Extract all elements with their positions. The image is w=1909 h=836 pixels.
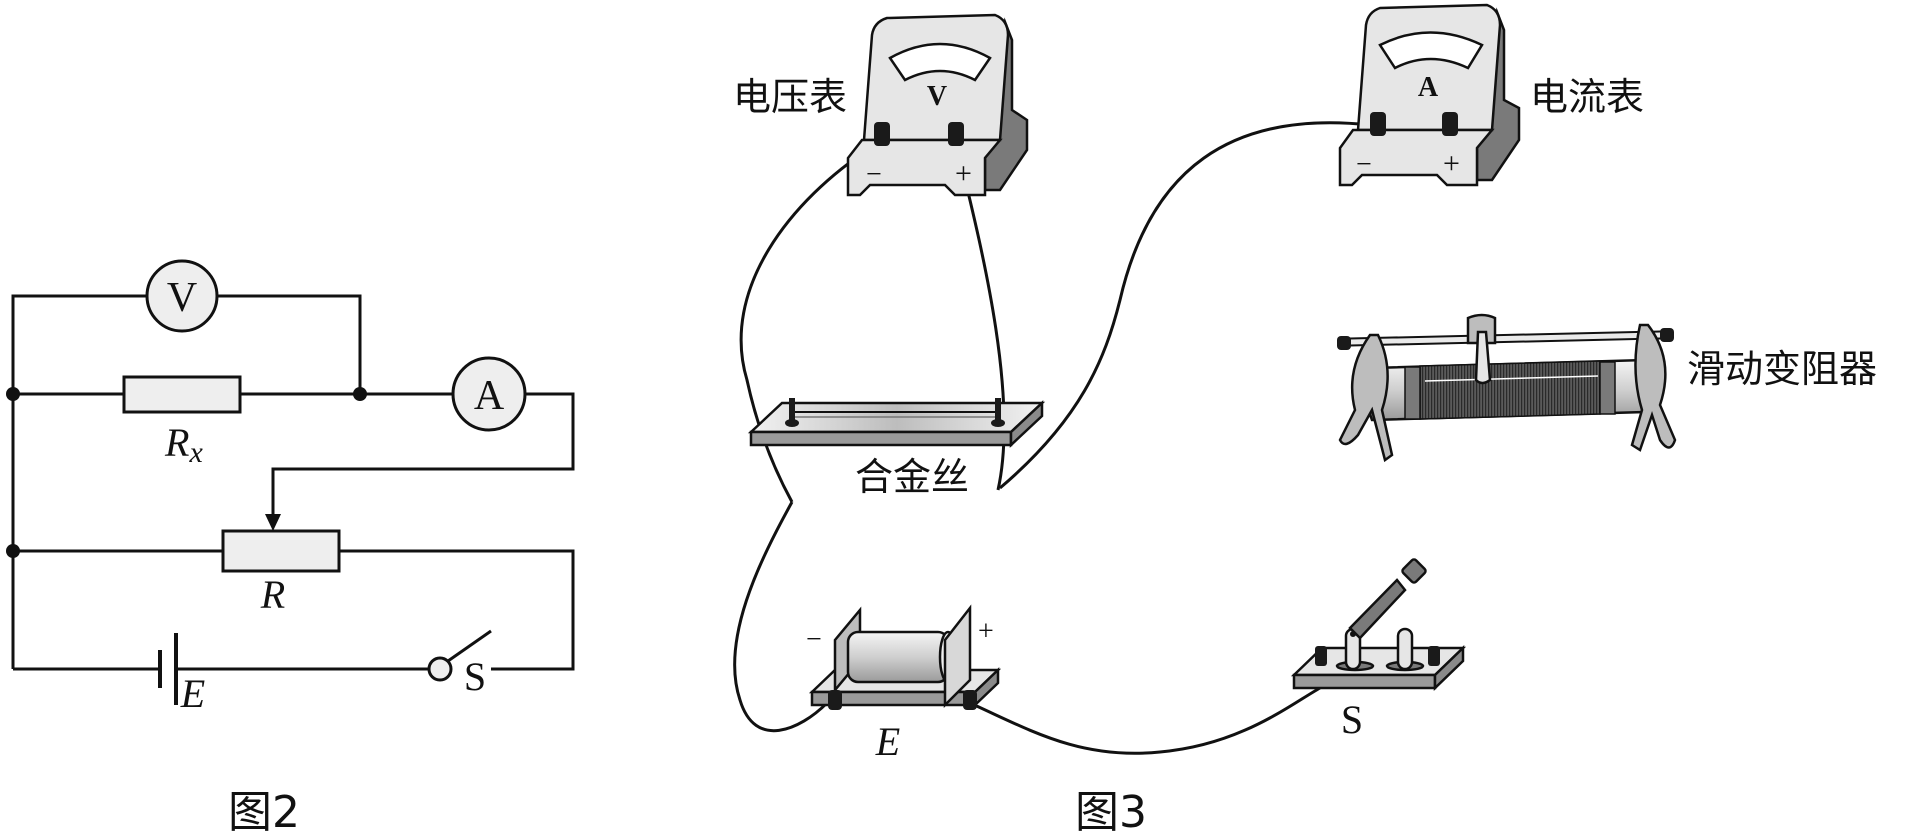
ammeter-minus-sign: − — [1356, 149, 1372, 180]
ammeter-device[interactable]: A − + — [1338, 3, 1521, 187]
rheostat-slider-block[interactable] — [1466, 313, 1497, 345]
wire-left-top — [11, 294, 147, 669]
rheostat-label: R — [260, 572, 285, 617]
ammeter-scale — [1378, 31, 1484, 70]
ammeter-face-letter: A — [1418, 72, 1439, 103]
battery-symbol — [158, 633, 178, 705]
rheostat-right-leg — [1630, 323, 1677, 452]
voltmeter-label: 电压表 — [733, 75, 847, 119]
voltmeter-plus-sign: + — [955, 157, 972, 190]
resistor-rx — [122, 375, 242, 414]
wire-voltmeter-right — [217, 294, 362, 394]
cable-wire-right-to-ammeter-minus — [999, 121, 1371, 490]
switch-blade[interactable] — [1348, 578, 1407, 640]
switch-label: S — [464, 654, 486, 699]
schematic-wires — [11, 294, 575, 671]
rheostat-slider-contact[interactable] — [1474, 330, 1492, 385]
cable-voltmeter-minus-to-wire-left — [739, 145, 873, 503]
battery-plus-terminal[interactable] — [963, 690, 977, 710]
voltmeter-minus-terminal[interactable] — [874, 122, 890, 146]
ammeter-minus-terminal[interactable] — [1370, 112, 1386, 136]
rheostat-slide-bar — [1347, 332, 1663, 345]
ammeter-plus-terminal[interactable] — [1442, 112, 1458, 136]
alloy-wire-label: 合金丝 — [855, 455, 969, 499]
figure3-apparatus: V − + 电压表 A − + 电流表 — [733, 3, 1877, 836]
voltmeter-scale — [888, 42, 992, 82]
ammeter-symbol-letter: A — [474, 373, 505, 419]
rheostat-coil — [1419, 360, 1601, 420]
switch-left-terminal[interactable] — [1315, 646, 1327, 666]
battery-plus-sign: + — [978, 616, 994, 647]
voltmeter-plus-terminal[interactable] — [948, 122, 964, 146]
junction-dot — [6, 544, 20, 558]
slider-arrow-icon — [265, 514, 281, 531]
switch-label: S — [1341, 697, 1363, 742]
figure3-caption: 图3 — [1075, 787, 1147, 836]
rheostat-label: 滑动变阻器 — [1687, 347, 1877, 391]
knife-switch[interactable] — [1290, 558, 1467, 691]
voltmeter-face-letter: V — [927, 81, 947, 112]
voltmeter-symbol-letter: V — [167, 275, 197, 321]
ammeter-symbol: A — [451, 356, 527, 432]
wire-r-right — [339, 549, 575, 671]
cable-battery-plus-to-switch — [969, 686, 1321, 755]
alloy-right-post[interactable] — [995, 398, 1001, 423]
battery-holder[interactable] — [808, 604, 1002, 710]
battery-minus-sign: − — [806, 624, 822, 655]
battery-label: E — [875, 719, 900, 764]
voltmeter-device[interactable]: V − + — [846, 13, 1029, 197]
rheostat-device[interactable] — [1337, 313, 1677, 463]
battery-label: E — [180, 671, 205, 716]
switch-symbol — [427, 629, 492, 682]
connecting-cables — [733, 121, 1371, 755]
rheostat-symbol — [221, 529, 341, 573]
cable-voltmeter-plus-to-wire-right — [957, 154, 1006, 491]
junction-dot — [6, 387, 20, 401]
cable-wire-left-to-battery-minus — [733, 501, 829, 733]
battery-minus-terminal[interactable] — [828, 690, 842, 710]
wire-ammeter-to-slider — [271, 392, 575, 518]
rheostat-left-leg — [1338, 333, 1394, 463]
switch-right-terminal[interactable] — [1428, 646, 1440, 666]
ammeter-plus-sign: + — [1443, 147, 1460, 180]
switch-handle[interactable] — [1401, 558, 1427, 584]
alloy-left-post[interactable] — [789, 398, 795, 423]
voltmeter-symbol: V — [145, 259, 219, 333]
ammeter-label: 电流表 — [1530, 75, 1644, 119]
alloy-wire-board[interactable] — [747, 398, 1046, 448]
battery-cell — [846, 630, 950, 684]
voltmeter-minus-sign: − — [866, 159, 882, 190]
junction-dot — [353, 387, 367, 401]
figure2-caption: 图2 — [228, 787, 300, 836]
figure2-schematic: V Rx A R E S 图2 — [6, 259, 575, 836]
resistor-rx-label: Rx — [164, 420, 203, 469]
